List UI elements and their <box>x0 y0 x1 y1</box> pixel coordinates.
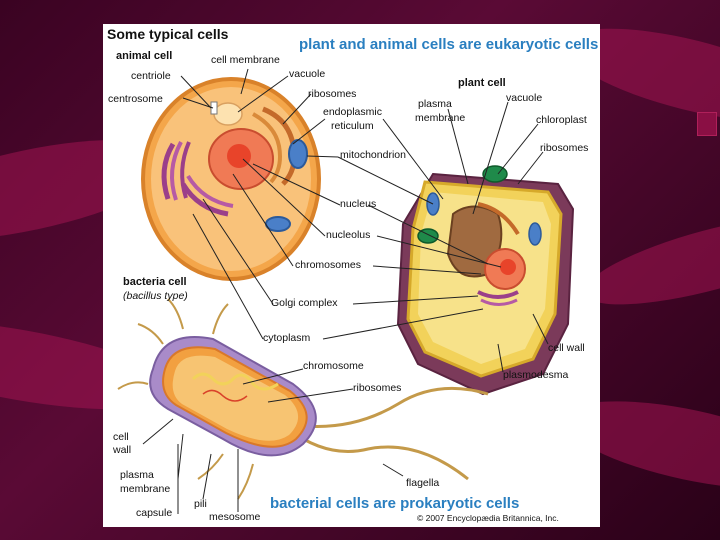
animal-cell-heading: animal cell <box>116 50 173 62</box>
label-vacuole-plant: vacuole <box>506 92 543 104</box>
label-ribosomes-animal: ribosomes <box>308 88 357 100</box>
label-chromosome: chromosome <box>303 360 364 372</box>
label-pili: pili <box>194 498 207 510</box>
plant-cell-heading: plant cell <box>458 77 506 89</box>
label-cell-wall-bacteria-2: wall <box>113 444 132 456</box>
label-cell-wall-bacteria-1: cell <box>113 431 129 443</box>
label-cell-membrane: cell membrane <box>211 54 280 66</box>
label-ribosomes-plant: ribosomes <box>540 142 589 154</box>
slide-bullet-marker <box>697 112 717 136</box>
label-plasma-membrane-bacteria-2: membrane <box>120 483 171 495</box>
plant-cell <box>396 165 575 396</box>
label-plasma-membrane-plant-1: plasma <box>418 98 452 110</box>
bacteria-cell-subheading: (bacillus type) <box>123 290 188 302</box>
label-cell-wall-plant: cell wall <box>548 342 585 354</box>
label-capsule: capsule <box>136 507 173 519</box>
label-flagella: flagella <box>406 477 440 489</box>
label-chloroplast: chloroplast <box>536 114 587 126</box>
label-er-line1: endoplasmic <box>323 106 382 118</box>
label-ribosomes-bacteria: ribosomes <box>353 382 402 394</box>
label-mesosome: mesosome <box>209 511 261 523</box>
label-nucleolus: nucleolus <box>326 229 371 241</box>
label-plasma-membrane-bacteria-1: plasma <box>120 469 154 481</box>
label-leader-lines <box>142 68 549 514</box>
cell-illustrations <box>117 68 575 514</box>
prokaryotic-caption: bacterial cells are prokaryotic cells <box>270 495 520 512</box>
label-centrosome: centrosome <box>108 93 163 105</box>
label-cytoplasm: cytoplasm <box>263 332 311 344</box>
label-centriole: centriole <box>131 70 171 82</box>
cell-diagram-panel: Some typical cells animal cell plant cel… <box>103 24 600 527</box>
animal-cell <box>141 77 321 281</box>
bacteria-cell-heading: bacteria cell <box>123 276 187 288</box>
eukaryotic-caption: plant and animal cells are eukaryotic ce… <box>299 36 599 53</box>
label-nucleus: nucleus <box>340 198 377 210</box>
label-vacuole-animal: vacuole <box>289 68 326 80</box>
diagram-title: Some typical cells <box>107 26 229 42</box>
label-plasma-membrane-plant-2: membrane <box>415 112 466 124</box>
bacteria-cell <box>117 298 489 500</box>
label-golgi-complex: Golgi complex <box>271 297 338 309</box>
label-plasmodesma: plasmodesma <box>503 369 569 381</box>
copyright-credit: © 2007 Encyclopædia Britannica, Inc. <box>417 513 559 523</box>
label-chromosomes: chromosomes <box>295 259 361 271</box>
label-mitochondrion: mitochondrion <box>340 149 406 161</box>
label-er-line2: reticulum <box>331 120 374 132</box>
